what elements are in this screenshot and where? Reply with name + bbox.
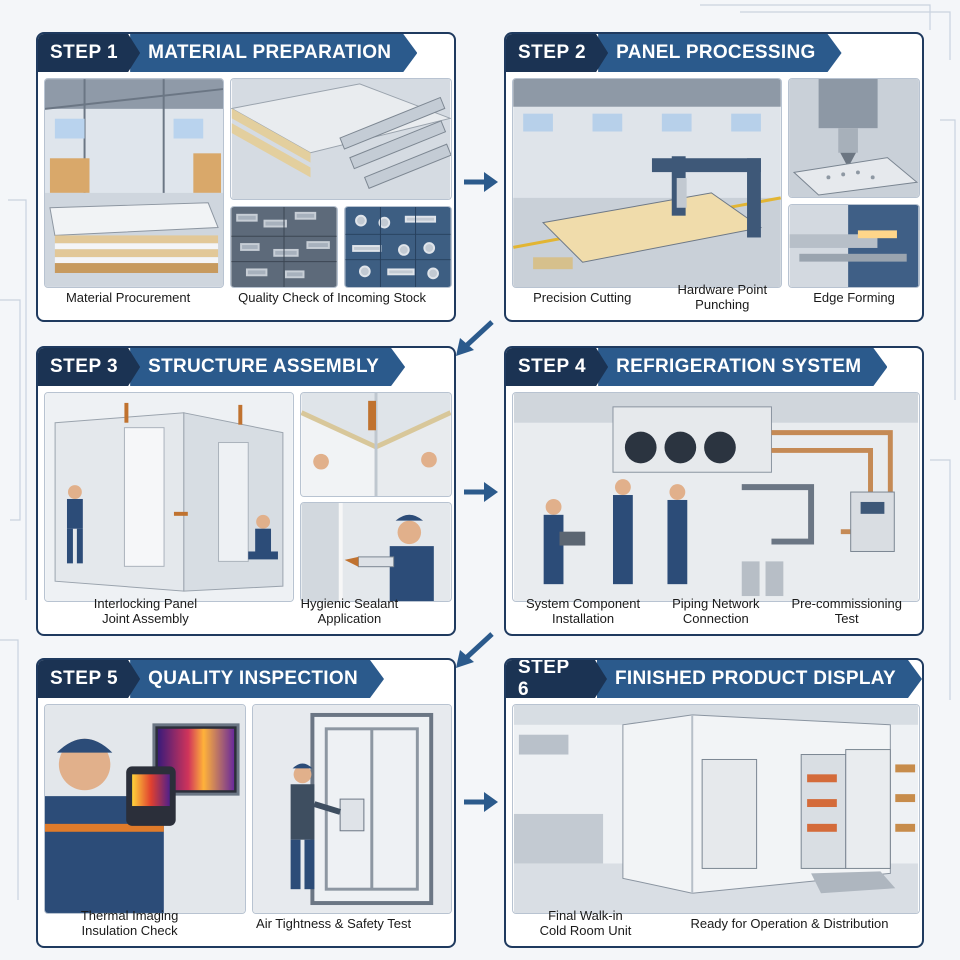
step-3-title: STRUCTURE ASSEMBLY [130, 348, 405, 386]
step-6-title: FINISHED PRODUCT DISPLAY [597, 660, 922, 698]
step-1-panel: STEP 1 MATERIAL PREPARATION [36, 32, 456, 322]
raw-material-profiles-image [230, 78, 452, 200]
step-2-tag: STEP 2 [506, 34, 608, 72]
step-4-tag: STEP 4 [506, 348, 608, 386]
step-3-tag: STEP 3 [38, 348, 140, 386]
step-3-header: STEP 3 STRUCTURE ASSEMBLY [38, 348, 454, 386]
step-4-title: REFRIGERATION SYSTEM [598, 348, 887, 386]
step-5-caption-2: Air Tightness & Safety Test [256, 915, 412, 931]
arrow-step1-to-step2 [464, 172, 498, 192]
air-tightness-test-image [252, 704, 452, 914]
arrow-step3-to-step4 [464, 482, 498, 502]
step-1-tag: STEP 1 [38, 34, 140, 72]
step-2-caption-2: Hardware Point Punching [677, 282, 768, 312]
step-5-tag: STEP 5 [38, 660, 140, 698]
arrow-step2-to-step3 [456, 320, 494, 356]
step-4-caption-2: Piping Network Connection [672, 596, 760, 626]
arrow-step4-to-step5 [456, 632, 494, 668]
step-3-caption-1: Interlocking Panel Joint Assembly [93, 596, 198, 626]
step-1-title: MATERIAL PREPARATION [130, 34, 417, 72]
step-6-caption-1: Final Walk-in Cold Room Unit [539, 908, 632, 938]
step-6-tag: STEP 6 [506, 660, 607, 698]
step-1-header: STEP 1 MATERIAL PREPARATION [38, 34, 454, 72]
step-3-panel: STEP 3 STRUCTURE ASSEMBLY [36, 346, 456, 636]
step-4-header: STEP 4 REFRIGERATION SYSTEM [506, 348, 922, 386]
hardware-fasteners-image [230, 206, 338, 288]
step-4-caption-1: System Component Installation [525, 596, 641, 626]
step-2-caption-3: Edge Forming [813, 289, 895, 305]
precision-cutting-image [512, 78, 782, 288]
step-2-caption-1: Precision Cutting [533, 289, 632, 305]
panel-joint-assembly-image [44, 392, 294, 602]
step-2-header: STEP 2 PANEL PROCESSING [506, 34, 922, 72]
material-procurement-image [44, 78, 224, 288]
sorted-fittings-image [344, 206, 452, 288]
step-5-caption-1: Thermal Imaging Insulation Check [80, 908, 179, 938]
corner-joint-closeup-image [300, 392, 452, 497]
finished-cold-room-image [512, 704, 920, 914]
step-4-panel: STEP 4 REFRIGERATION SYSTEM [504, 346, 924, 636]
hardware-punching-image [788, 78, 920, 198]
step-1-caption-2: Quality Check of Incoming Stock [238, 289, 427, 305]
step-6-header: STEP 6 FINISHED PRODUCT DISPLAY [506, 660, 922, 698]
step-6-caption-2: Ready for Operation & Distribution [690, 915, 889, 931]
step-2-title: PANEL PROCESSING [598, 34, 841, 72]
edge-forming-image [788, 204, 920, 288]
step-5-panel: STEP 5 QUALITY INSPECTION [36, 658, 456, 948]
step-5-header: STEP 5 QUALITY INSPECTION [38, 660, 454, 698]
step-5-title: QUALITY INSPECTION [130, 660, 384, 698]
arrow-step5-to-step6 [464, 792, 498, 812]
step-1-caption-1: Material Procurement [65, 289, 191, 305]
step-4-caption-3: Pre-commissioning Test [791, 596, 902, 626]
step-2-panel: STEP 2 PANEL PROCESSING [504, 32, 924, 322]
step-6-panel: STEP 6 FINISHED PRODUCT DISPLAY Final W [504, 658, 924, 948]
step-3-caption-2: Hygienic Sealant Application [300, 596, 399, 626]
sealant-application-image [300, 502, 452, 602]
refrigeration-installation-image [512, 392, 920, 602]
thermal-imaging-image [44, 704, 246, 914]
